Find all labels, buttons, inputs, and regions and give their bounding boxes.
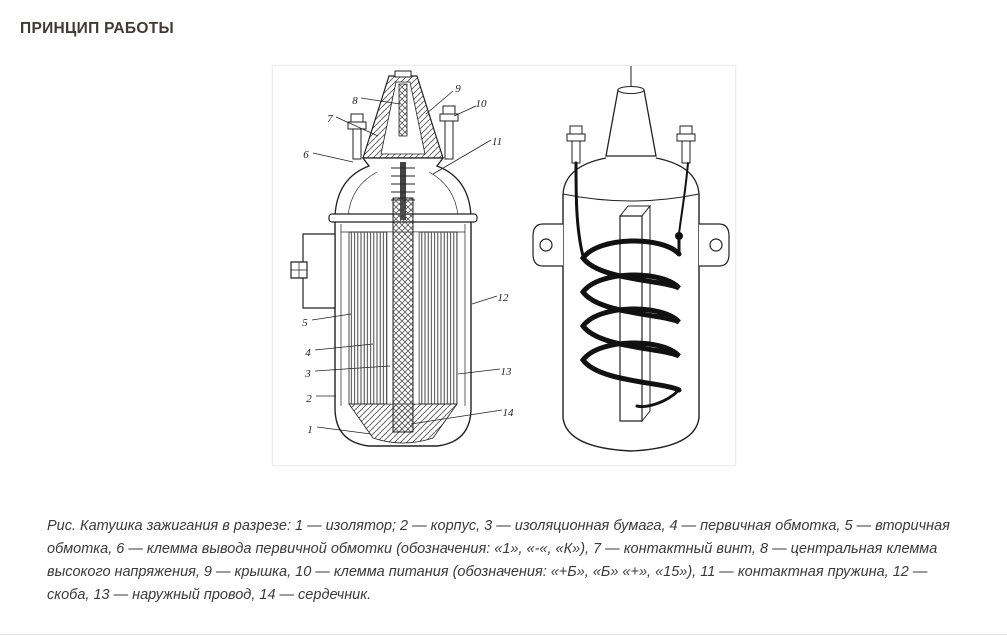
wire-junction-dot: [674, 232, 683, 240]
coil-schematic-view: [533, 66, 729, 451]
callout-9: 9: [455, 83, 461, 95]
primary-terminal-left: [348, 114, 366, 159]
callout-3: 3: [304, 368, 311, 380]
core-cutaway: [393, 198, 413, 432]
hv-tower-schematic: [606, 87, 656, 157]
callout-14: 14: [502, 407, 514, 419]
callout-10: 10: [475, 98, 487, 110]
bottom-divider: [0, 634, 1007, 635]
contact-spring: [391, 162, 415, 220]
callout-13: 13: [500, 366, 512, 378]
figure-card: 1 2 3 4 5 6 7 8 9 10 11 12 13 14: [271, 65, 736, 466]
page-title: ПРИНЦИП РАБОТЫ: [20, 20, 174, 37]
callout-leaders: [312, 91, 502, 434]
callout-12: 12: [497, 292, 509, 304]
callout-7: 7: [327, 113, 333, 125]
coil-cutaway-view: [291, 71, 502, 446]
callout-6: 6: [303, 149, 309, 161]
callout-1: 1: [307, 424, 313, 436]
callout-4: 4: [305, 347, 311, 359]
mounting-bracket-cutaway: [291, 234, 335, 308]
terminal-right-schematic: [677, 126, 695, 163]
callout-5: 5: [302, 317, 308, 329]
hv-tower-cutaway: [363, 71, 443, 158]
callout-numbers: 1 2 3 4 5 6 7 8 9 10 11 12 13 14: [302, 83, 514, 436]
figure-caption: Рис. Катушка зажигания в разрезе: 1 — из…: [47, 518, 950, 603]
windings-cutaway: [349, 232, 457, 404]
callout-11: 11: [491, 136, 501, 148]
supply-terminal-right: [440, 106, 458, 159]
callout-2: 2: [306, 393, 312, 405]
ignition-coil-diagram: 1 2 3 4 5 6 7 8 9 10 11 12 13 14: [273, 66, 735, 465]
mounting-ears: [533, 224, 729, 266]
callout-8: 8: [352, 95, 358, 107]
winding-spiral: [576, 163, 688, 406]
core-schematic: [620, 206, 650, 421]
terminal-left-schematic: [567, 126, 585, 163]
